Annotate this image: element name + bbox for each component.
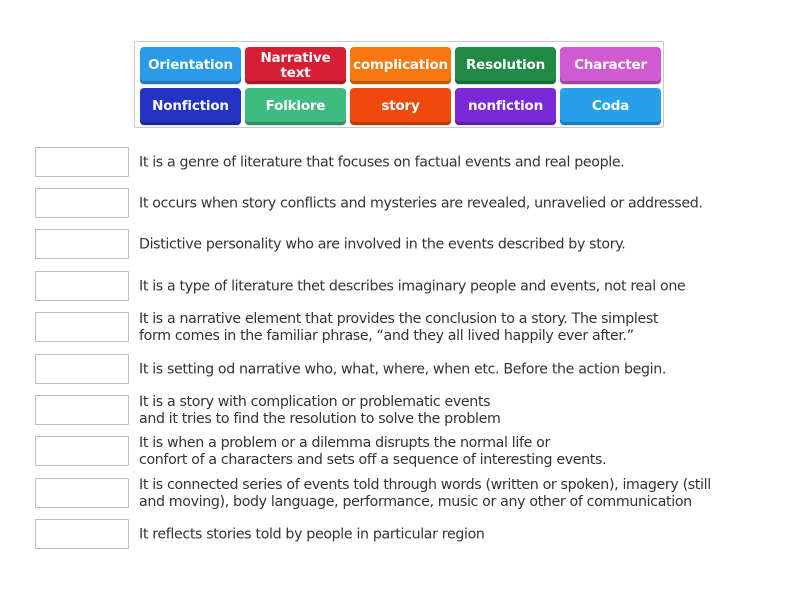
tile-character[interactable]: Character — [560, 47, 661, 84]
drop-box[interactable] — [35, 312, 129, 342]
tile-nonfiction[interactable]: nonfiction — [455, 88, 556, 125]
drop-box[interactable] — [35, 354, 129, 384]
tile-story[interactable]: story — [350, 88, 451, 125]
match-row: Distictive personality who are involved … — [35, 229, 795, 261]
tile-narrative-text[interactable]: Narrative text — [245, 47, 346, 84]
match-row: It is a story with complication or probl… — [35, 394, 795, 427]
sentence-text: It occurs when story conflicts and myste… — [139, 195, 703, 212]
tile-bank: Orientation Narrative text complication … — [134, 41, 664, 128]
sentence-text: It is a type of literature thet describe… — [139, 278, 686, 295]
tile-folklore[interactable]: Folklore — [245, 88, 346, 125]
match-row: It is setting od narrative who, what, wh… — [35, 354, 795, 386]
sentence-text: It is connected series of events told th… — [139, 477, 711, 510]
tile-complication[interactable]: complication — [350, 47, 451, 84]
drop-box[interactable] — [35, 188, 129, 218]
sentence-text: Distictive personality who are involved … — [139, 236, 626, 253]
drop-box[interactable] — [35, 229, 129, 259]
match-row: It reflects stories told by people in pa… — [35, 519, 795, 551]
tile-coda[interactable]: Coda — [560, 88, 661, 125]
drop-box[interactable] — [35, 519, 129, 549]
tile-resolution[interactable]: Resolution — [455, 47, 556, 84]
match-row: It is a type of literature thet describe… — [35, 271, 795, 303]
tile-nonfiction-capital[interactable]: Nonfiction — [140, 88, 241, 125]
drop-box[interactable] — [35, 436, 129, 466]
match-row: It is a narrative element that provides … — [35, 311, 795, 344]
drop-box[interactable] — [35, 478, 129, 508]
sentence-text: It is a narrative element that provides … — [139, 311, 659, 344]
match-row: It occurs when story conflicts and myste… — [35, 188, 795, 220]
sentence-text: It is when a problem or a dilemma disrup… — [139, 435, 607, 468]
sentence-text: It is setting od narrative who, what, wh… — [139, 361, 667, 378]
tile-orientation[interactable]: Orientation — [140, 47, 241, 84]
match-row: It is connected series of events told th… — [35, 477, 795, 510]
match-row: It is when a problem or a dilemma disrup… — [35, 435, 795, 468]
sentence-text: It is a genre of literature that focuses… — [139, 154, 625, 171]
sentence-text: It reflects stories told by people in pa… — [139, 526, 485, 543]
sentence-text: It is a story with complication or probl… — [139, 394, 501, 427]
drop-box[interactable] — [35, 271, 129, 301]
match-row: It is a genre of literature that focuses… — [35, 147, 795, 179]
drop-box[interactable] — [35, 395, 129, 425]
drop-box[interactable] — [35, 147, 129, 177]
